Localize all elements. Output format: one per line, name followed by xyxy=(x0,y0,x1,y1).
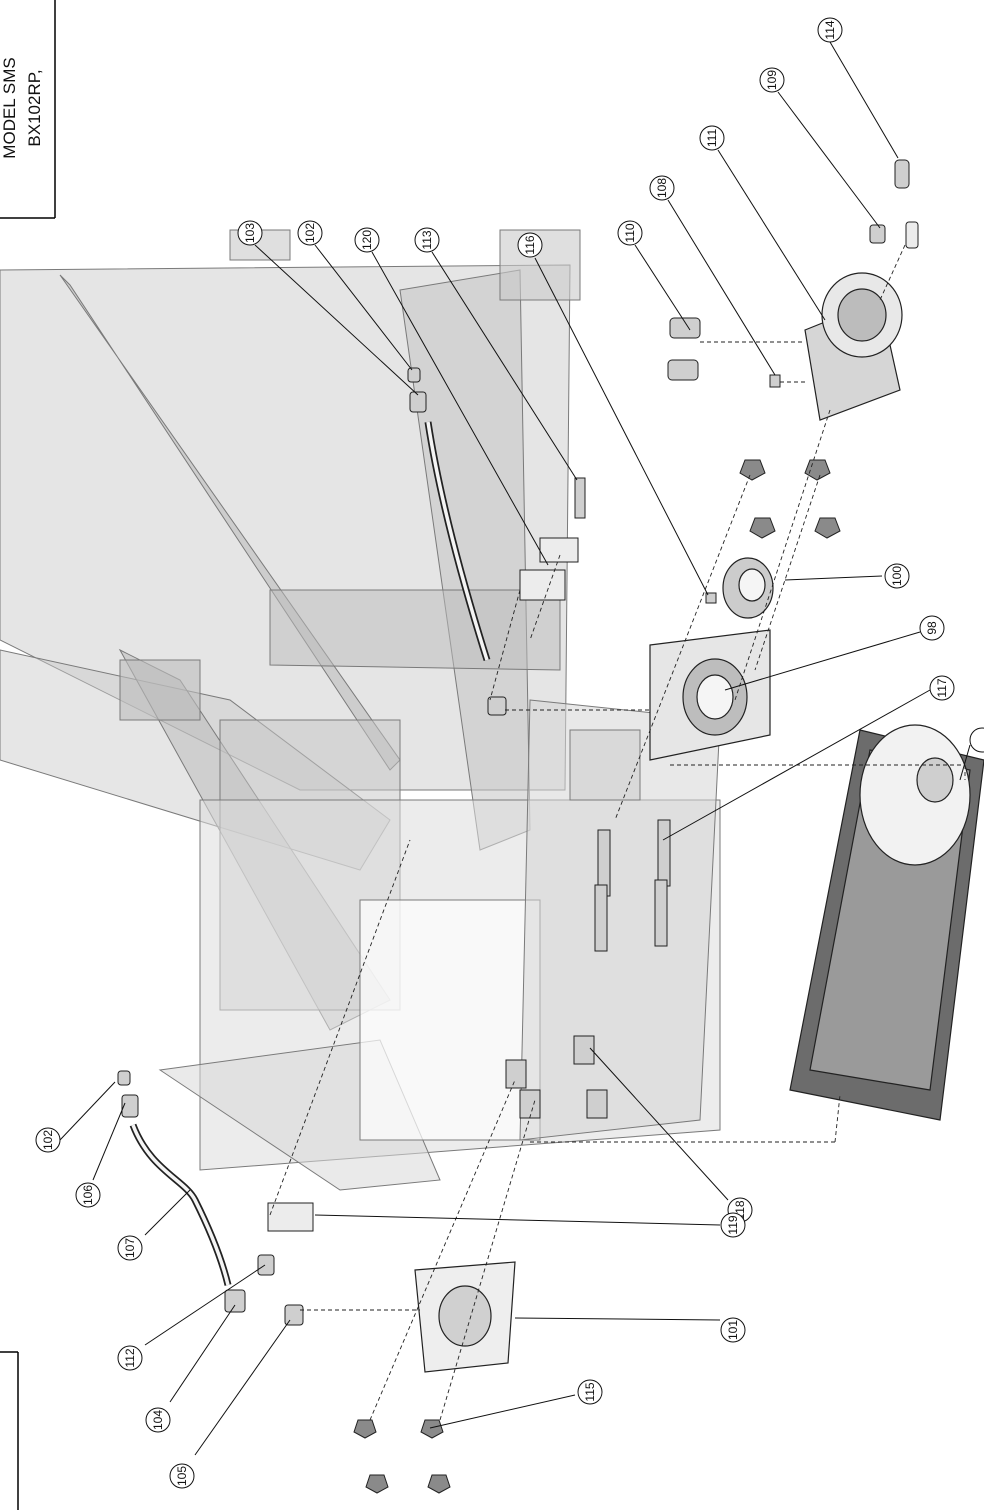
title-line-2: BX102RP, xyxy=(25,69,44,146)
callout-111: 111 xyxy=(699,125,725,151)
callout-108-label: 108 xyxy=(655,178,669,198)
callout-110: 110 xyxy=(617,220,643,246)
assembly-lines xyxy=(269,244,966,1421)
callout-115-label: 115 xyxy=(583,1382,597,1401)
callout-115: 115 xyxy=(577,1379,603,1405)
leader-lines xyxy=(59,41,971,1456)
callout-114-label: 114 xyxy=(823,20,837,39)
hardware xyxy=(117,159,919,1494)
callout-111-label: 111 xyxy=(705,129,719,148)
callout-100-label: 100 xyxy=(890,566,904,586)
callout-117: 117 xyxy=(929,675,955,701)
callout-109: 109 xyxy=(759,67,785,93)
callout-103: 103 xyxy=(237,220,263,246)
callout-116-label: 116 xyxy=(523,235,537,254)
callout-106-label: 106 xyxy=(81,1185,95,1205)
callout-98-label: 98 xyxy=(925,621,939,635)
callout-113: 113 xyxy=(414,227,440,253)
callout-113-label: 113 xyxy=(420,230,434,249)
title-line-1: MODEL SMS xyxy=(0,57,19,158)
callout-117-label: 117 xyxy=(935,678,949,697)
callout-102-lower-label: 102 xyxy=(41,1130,55,1150)
callout-109-label: 109 xyxy=(765,70,779,90)
callout-104: 104 xyxy=(145,1407,171,1433)
title-block: MODEL SMS BX102RP, xyxy=(0,0,56,219)
bearing xyxy=(722,557,774,619)
callout-116: 116 xyxy=(517,232,543,258)
callout-103-label: 103 xyxy=(243,223,257,243)
callout-99-partial xyxy=(969,727,984,753)
callout-102-upper: 102 xyxy=(297,220,323,246)
callout-104-label: 104 xyxy=(151,1410,165,1430)
callout-98: 98 xyxy=(919,615,945,641)
bearing-plate xyxy=(649,629,771,761)
callout-102-lower: 102 xyxy=(35,1127,61,1153)
callout-107: 107 xyxy=(117,1235,143,1261)
callout-110-label: 110 xyxy=(623,223,637,242)
callout-102-upper-label: 102 xyxy=(303,223,317,243)
callout-119-label: 119 xyxy=(726,1215,740,1234)
hydraulic-motor xyxy=(804,272,903,421)
sprocket-stack xyxy=(789,724,984,1121)
callout-106: 106 xyxy=(75,1182,101,1208)
bottom-left-frame xyxy=(0,1351,19,1510)
callout-120: 120 xyxy=(354,227,380,253)
hydraulic-hose-upper xyxy=(424,421,491,662)
bearing-flange-plate xyxy=(414,1261,516,1373)
callout-112: 112 xyxy=(117,1345,143,1371)
hopper-body xyxy=(0,229,721,1191)
callout-101: 101 xyxy=(720,1317,746,1343)
callout-100: 100 xyxy=(884,563,910,589)
callout-105-label: 105 xyxy=(175,1466,189,1486)
callout-112-label: 112 xyxy=(123,1348,137,1367)
callout-108: 108 xyxy=(649,175,675,201)
callout-101-label: 101 xyxy=(726,1320,740,1340)
callout-120-label: 120 xyxy=(360,230,374,250)
callout-114: 114 xyxy=(817,17,843,43)
callout-107-label: 107 xyxy=(123,1238,137,1258)
hydraulic-hose-lower xyxy=(129,1123,232,1286)
callout-119: 119 xyxy=(720,1212,746,1238)
callout-105: 105 xyxy=(169,1463,195,1489)
